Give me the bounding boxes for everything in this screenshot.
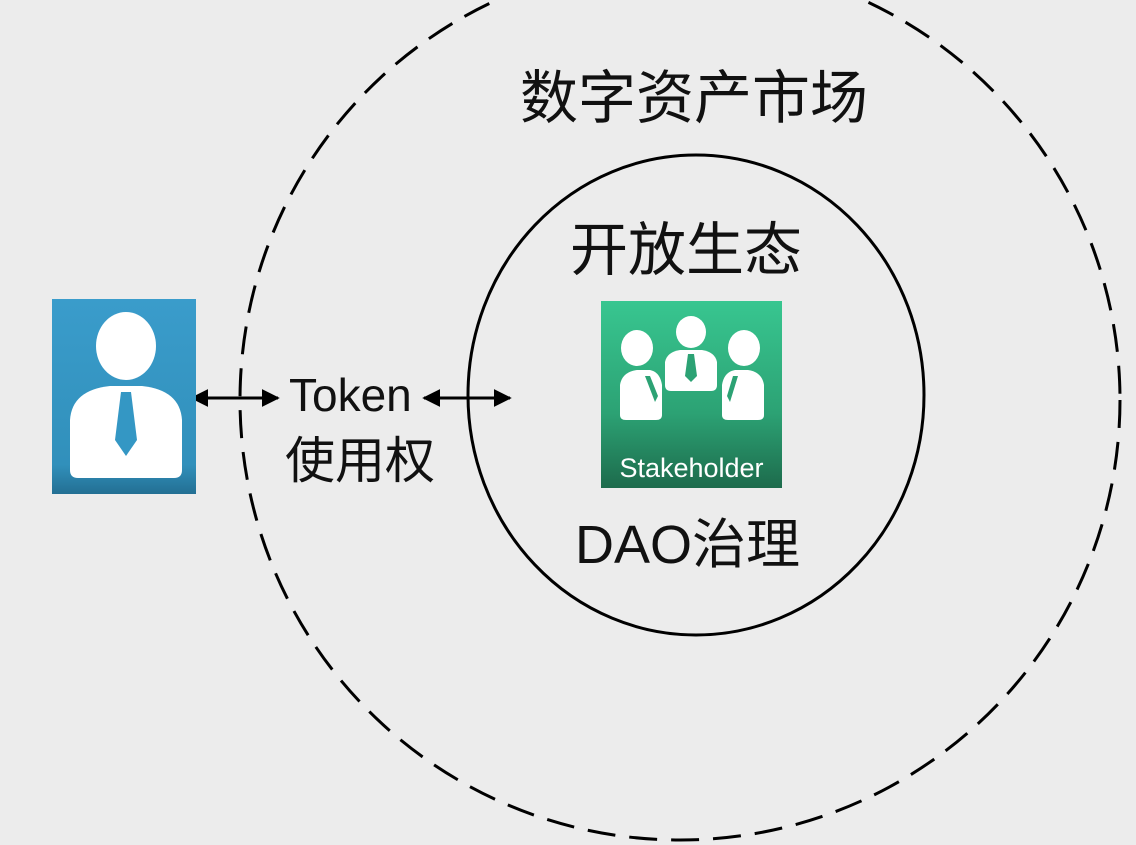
token-label: Token (289, 369, 412, 421)
dao-governance-label: DAO治理 (575, 515, 801, 575)
outer-market-circle (238, 0, 1122, 842)
ecosystem-label: 开放生态 (570, 218, 803, 283)
user-icon (52, 299, 196, 494)
usage-rights-label: 使用权 (285, 433, 435, 489)
stakeholder-label: Stakeholder (619, 453, 764, 483)
market-label: 数字资产市场 (520, 66, 869, 131)
stakeholders-icon (601, 301, 782, 488)
